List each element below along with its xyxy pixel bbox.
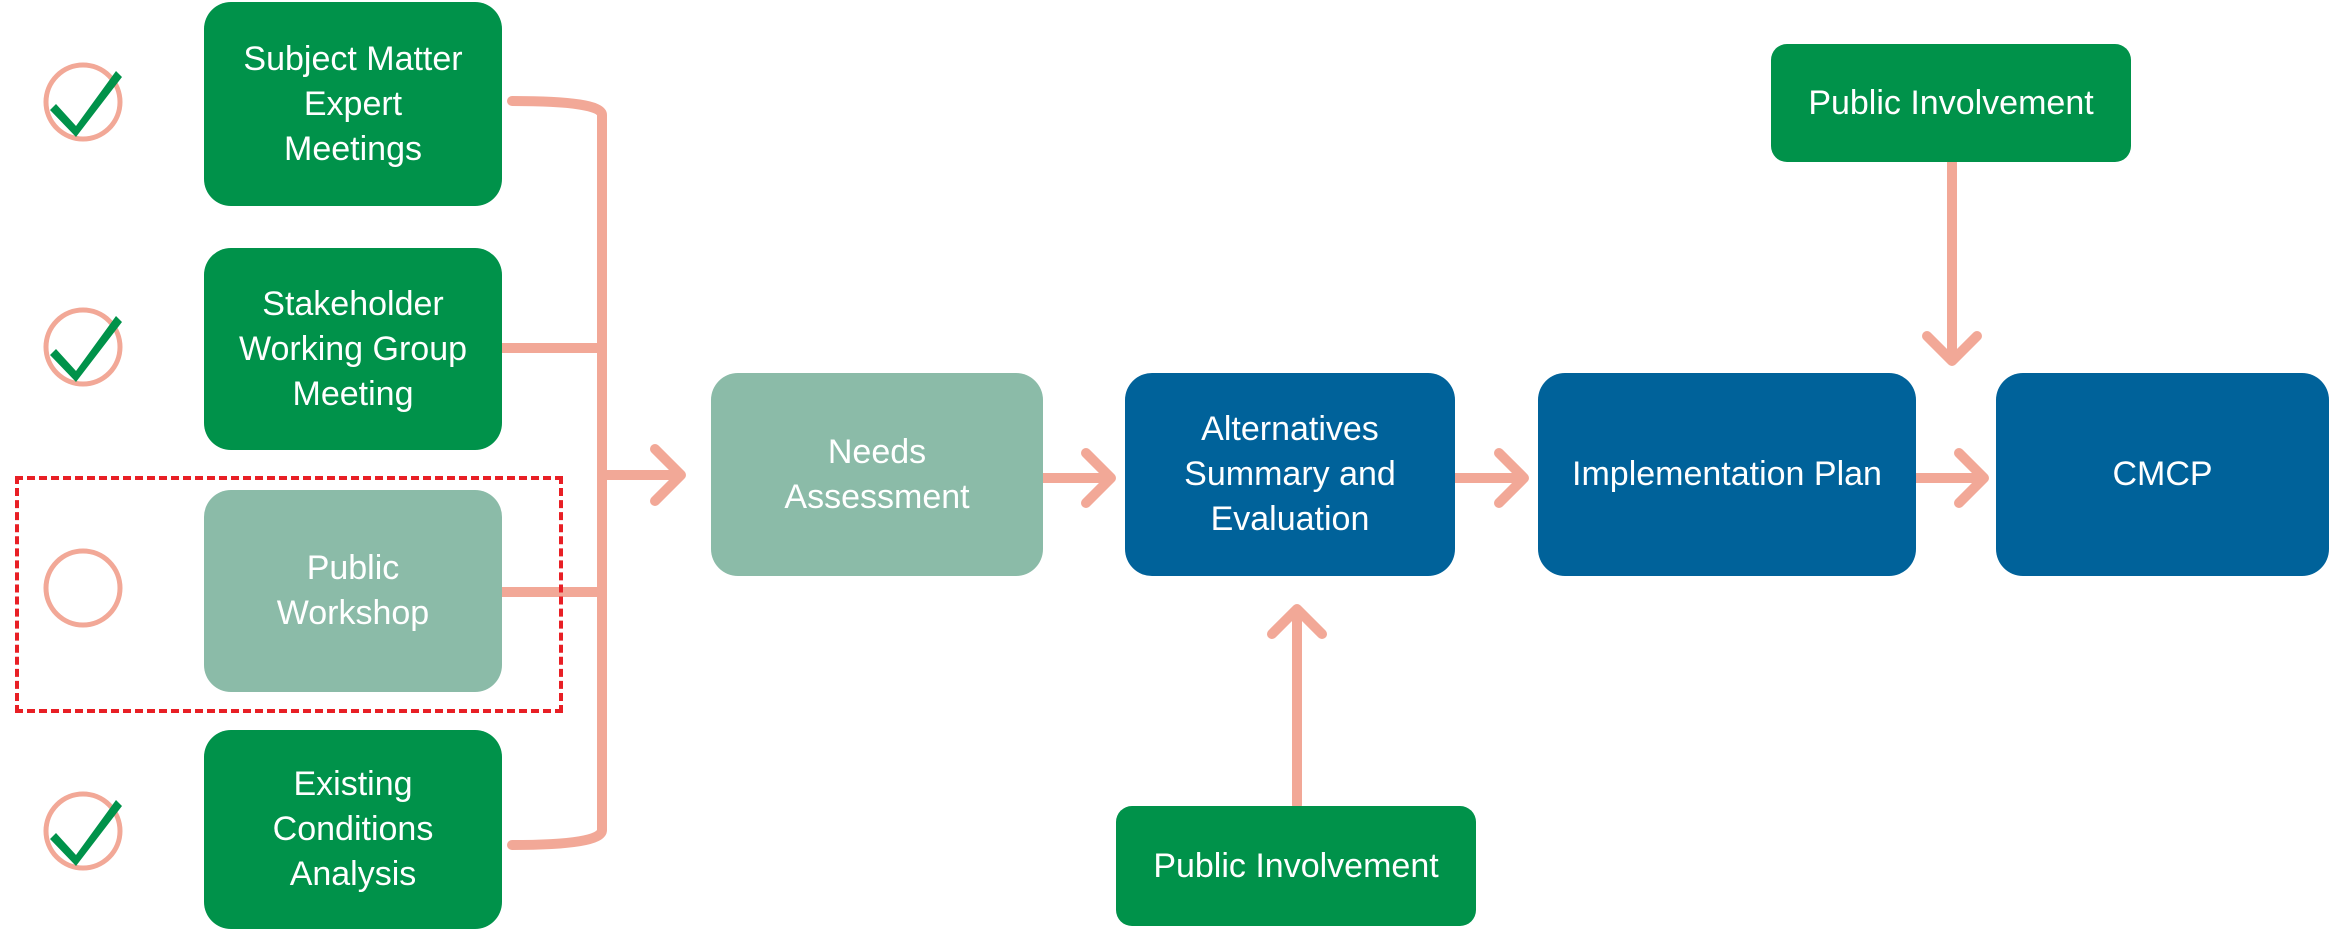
status-empty-circle-icon: [38, 543, 128, 633]
public-involvement-top: Public Involvement: [1771, 44, 2131, 162]
arrow-to-cmcp-head: [1954, 448, 1989, 508]
arrow-to-implementation-head: [1494, 448, 1529, 508]
status-check-icon: [38, 786, 128, 876]
arrow-to-alternatives-head: [1081, 448, 1116, 508]
step-needs-assessment: Needs Assessment: [711, 373, 1043, 576]
highlight-frame: [15, 476, 563, 713]
status-check-icon: [38, 302, 128, 392]
public-involvement-bottom: Public Involvement: [1116, 806, 1476, 926]
input-public-workshop: Public Workshop: [204, 490, 502, 692]
input-subject-matter-expert-meetings: Subject Matter Expert Meetings: [204, 2, 502, 206]
input-existing-conditions-analysis: Existing Conditions Analysis: [204, 730, 502, 929]
input-stakeholder-working-group-meeting: Stakeholder Working Group Meeting: [204, 248, 502, 450]
step-alternatives-summary-evaluation: Alternatives Summary and Evaluation: [1125, 373, 1455, 576]
input-bracket: [507, 96, 607, 850]
step-cmcp: CMCP: [1996, 373, 2329, 576]
arrow-to-needs-head: [650, 444, 686, 506]
arrow-from-bottom-public-head: [1267, 604, 1327, 639]
status-check-icon: [38, 57, 128, 147]
arrow-from-top-public-head: [1922, 331, 1982, 366]
step-implementation-plan: Implementation Plan: [1538, 373, 1916, 576]
